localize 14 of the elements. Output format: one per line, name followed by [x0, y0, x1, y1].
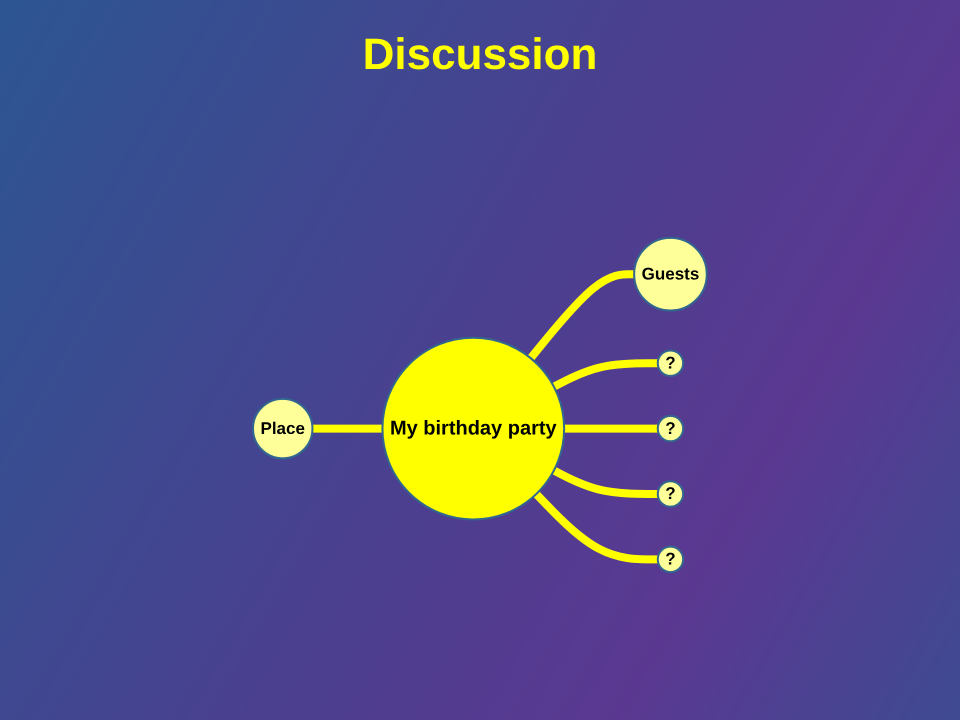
connector: [552, 466, 658, 498]
node-circle: Guests: [633, 236, 708, 312]
title: Discussion: [362, 30, 598, 80]
connector: [534, 491, 658, 564]
connector: [552, 359, 658, 390]
node-circle: Place: [252, 398, 314, 460]
node-circle: ?: [656, 546, 684, 574]
connector: [312, 424, 383, 433]
node-circle: ?: [656, 414, 684, 442]
connector: [528, 270, 634, 361]
connector: [564, 424, 658, 433]
node-circle: My birthday party: [382, 336, 566, 520]
node-circle: ?: [656, 480, 684, 508]
node-circle: ?: [656, 350, 684, 377]
